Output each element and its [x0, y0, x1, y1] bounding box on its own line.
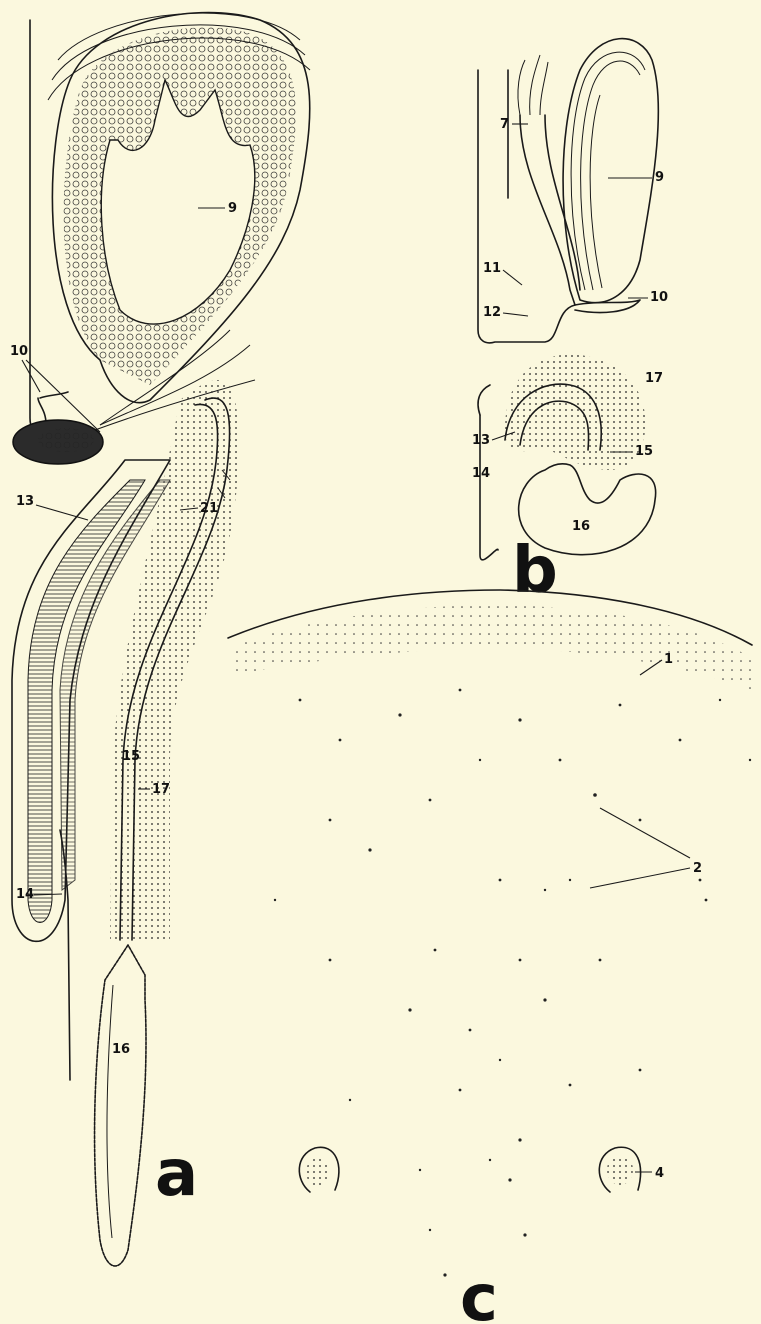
- label-b-12: 12: [483, 305, 501, 320]
- scattered-dots: [274, 689, 751, 1277]
- label-b-7: 7: [500, 117, 509, 132]
- label-a-10: 10: [10, 344, 28, 359]
- mesenchyme-stipple: [110, 380, 238, 940]
- panel-letter-a: a: [155, 1137, 198, 1211]
- panel-letter-c: c: [460, 1262, 498, 1324]
- label-a-17: 17: [152, 782, 170, 797]
- label-c-2: 2: [693, 861, 702, 876]
- label-b-14: 14: [472, 466, 490, 481]
- label-b-16: 16: [572, 519, 590, 534]
- label-a-16: 16: [112, 1042, 130, 1057]
- panel-c: 1 2 4 c: [228, 590, 752, 1324]
- sac-16: [95, 945, 146, 1266]
- panel-letter-b: b: [512, 534, 558, 608]
- gonad-sac: [48, 13, 310, 403]
- label-a-14: 14: [16, 887, 34, 902]
- panel-b: 7 9 11 10 12 17 13 15 14 16 b: [472, 39, 668, 608]
- label-a-9: 9: [228, 201, 237, 216]
- label-b-9: 9: [655, 170, 664, 185]
- surface-stipple: [235, 605, 752, 690]
- label-b-15: 15: [635, 444, 653, 459]
- label-b-11: 11: [483, 261, 501, 276]
- label-b-17: 17: [645, 371, 663, 386]
- label-c-4: 4: [655, 1166, 664, 1181]
- stipple-b: [505, 354, 645, 470]
- label-b-13: 13: [472, 433, 490, 448]
- cell-left: [299, 1147, 339, 1192]
- label-c-1: 1: [664, 652, 673, 667]
- label-a-15: 15: [122, 749, 140, 764]
- label-b-10: 10: [650, 290, 668, 305]
- cell-right: [599, 1147, 640, 1192]
- gonad-b: [563, 39, 658, 303]
- label-a-21: 21: [200, 501, 218, 516]
- label-a-13: 13: [16, 494, 34, 509]
